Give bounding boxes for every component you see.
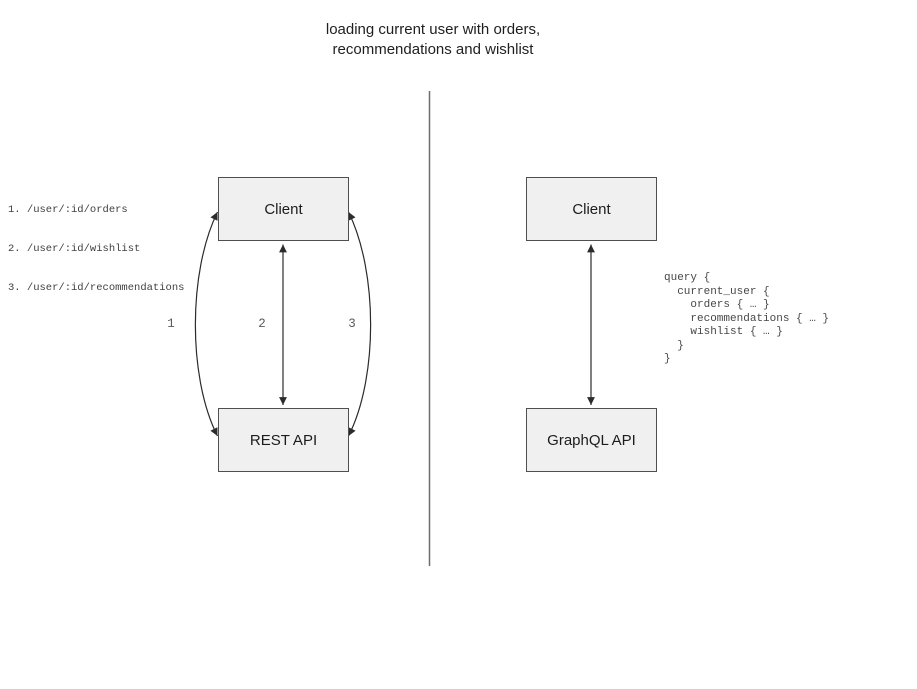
rest-endpoint-item-2: 2. /user/:id/wishlist [8,243,141,255]
graphql-query-snippet: query { current_user { orders { … } reco… [664,272,830,365]
rest-arrow-label-3: 3 [348,317,356,331]
rest-arrow-label-1: 1 [167,317,175,331]
graphql-api-label: GraphQL API [547,431,636,449]
diagram-title-line1: loading current user with orders, [325,21,541,38]
diagram-title-line2: recommendations and wishlist [332,41,534,58]
graphql-client-node: Client [526,177,657,241]
rest-arrow-1-curve [194,211,219,437]
rest-arrow-label-2: 2 [258,317,266,331]
graphql-client-label: Client [572,200,611,218]
rest-api-node: REST API [218,408,349,472]
graphql-api-node: GraphQL API [526,408,657,472]
rest-client-label: Client [264,200,303,218]
rest-client-node: Client [218,177,349,241]
rest-endpoint-item-1: 1. /user/:id/orders [8,204,128,216]
rest-endpoint-item-3: 3. /user/:id/recommendations [8,282,185,294]
rest-api-label: REST API [249,431,318,449]
rest-endpoint-list: 1. /user/:id/orders 2. /user/:id/wishlis… [8,178,184,321]
diagram-title: loading current user with orders, recomm… [133,20,733,60]
